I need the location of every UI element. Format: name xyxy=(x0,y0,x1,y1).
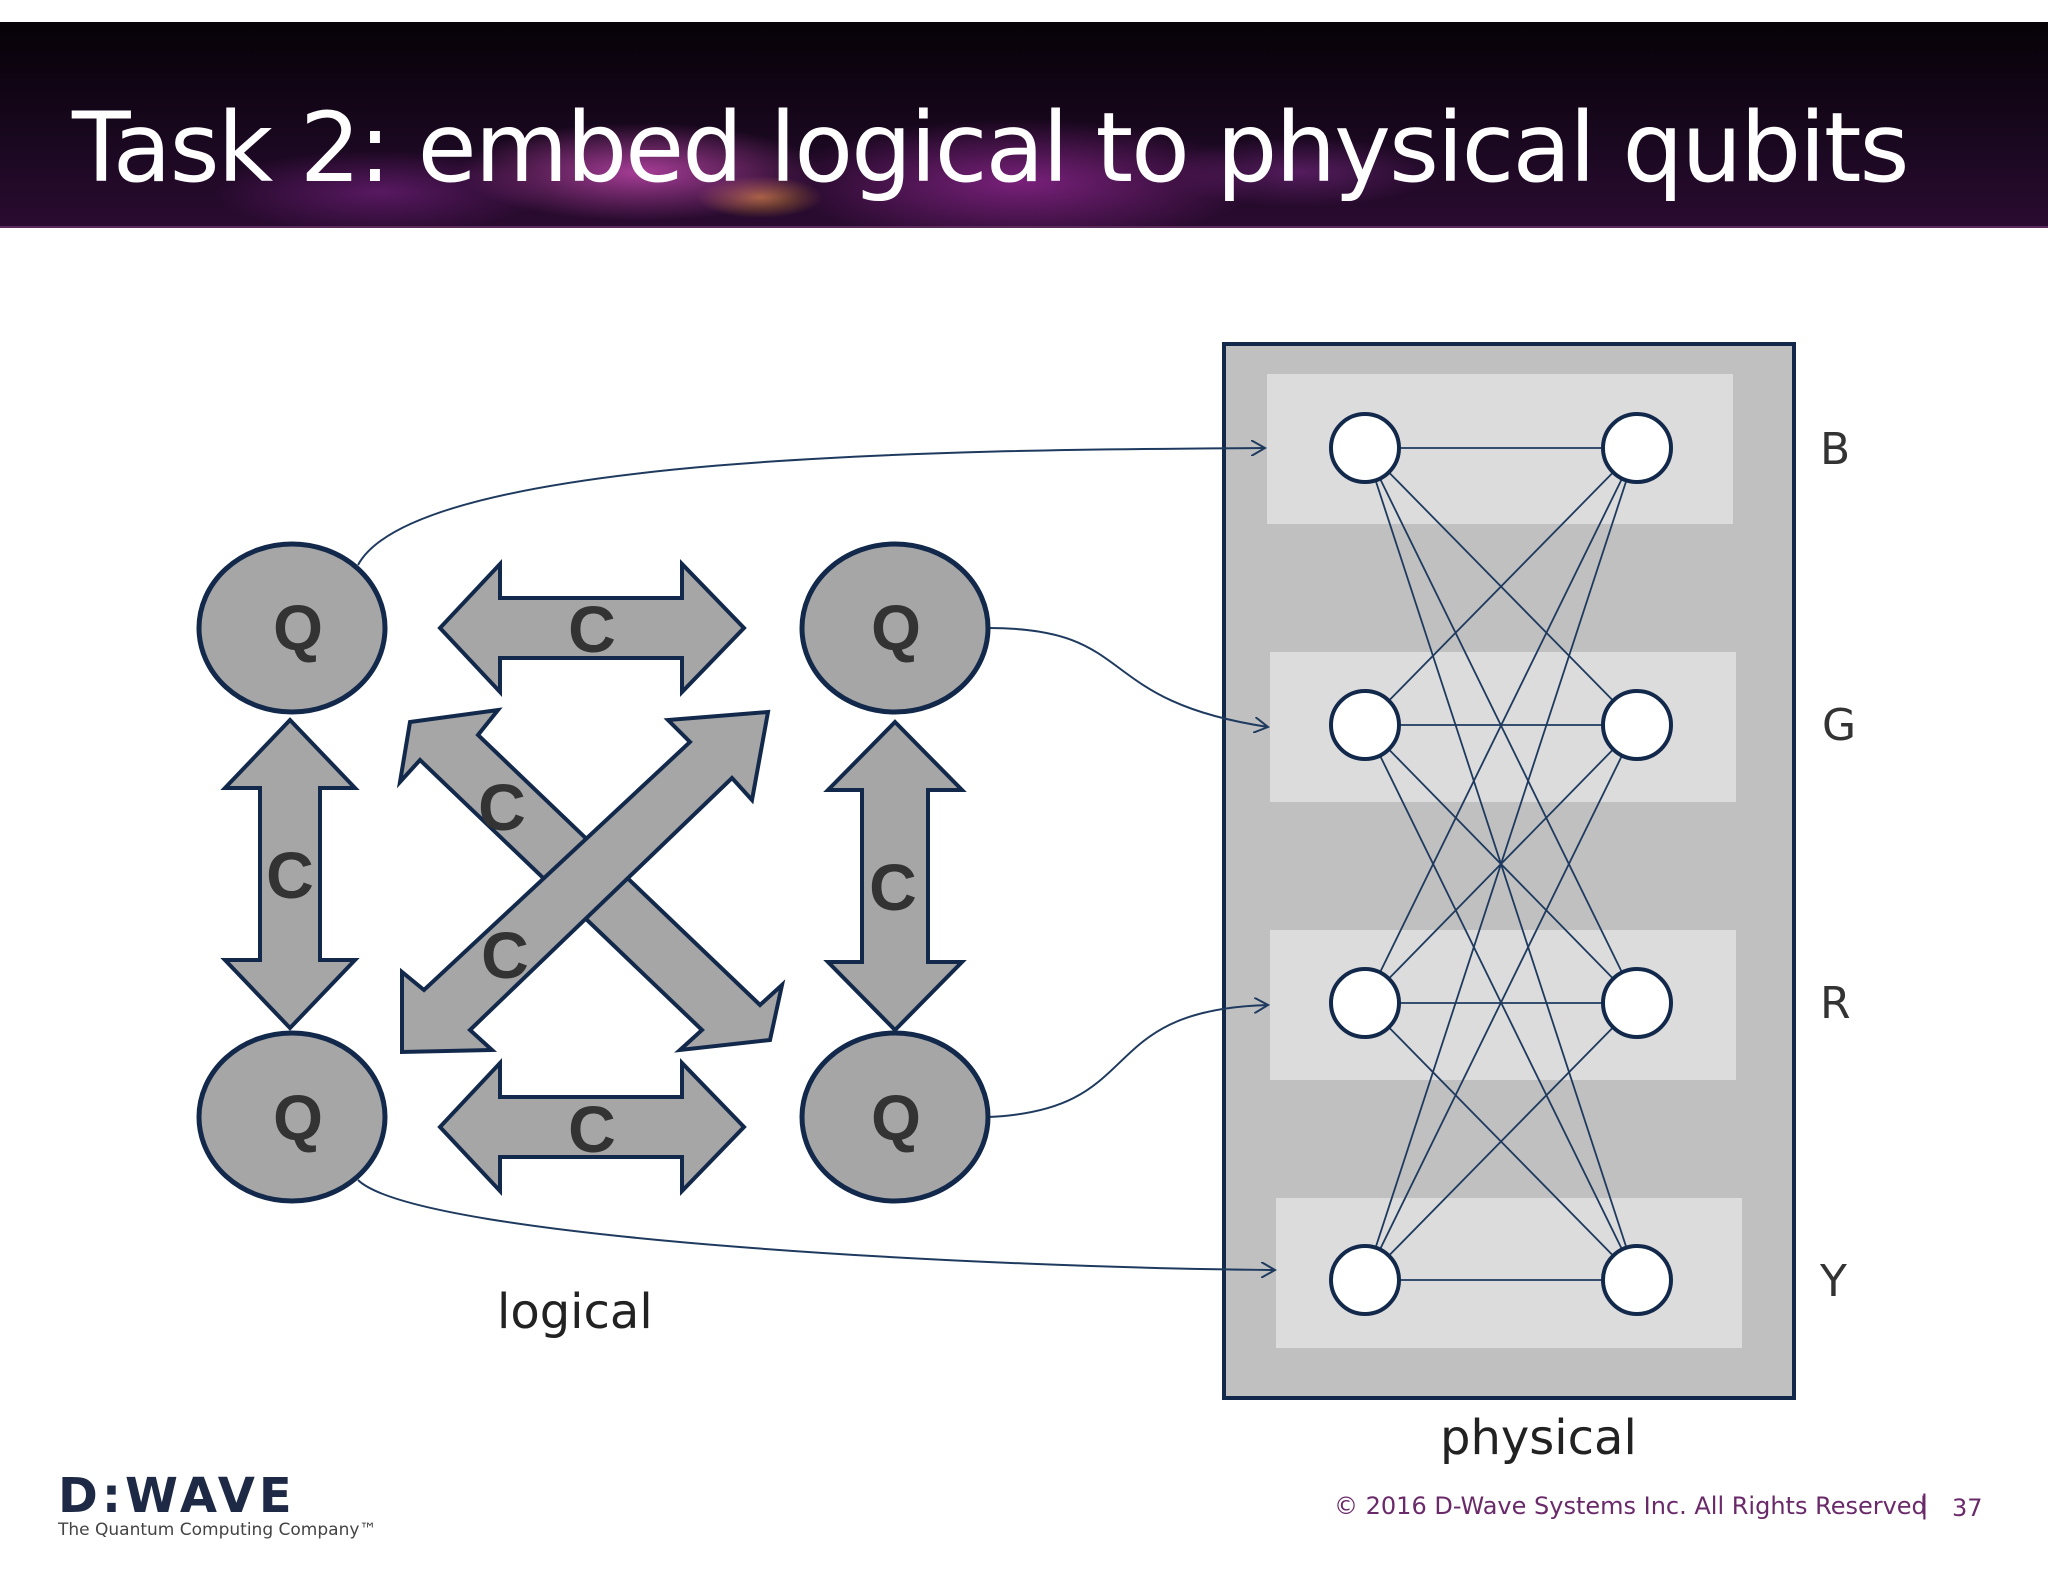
logical-qubit xyxy=(196,1030,388,1204)
slide-title: Task 2: embed logical to physical qubits xyxy=(72,92,1909,204)
coupler-arrow-bottom xyxy=(437,1057,747,1197)
coupler-label: C xyxy=(266,838,314,912)
coupler-label: C xyxy=(478,770,526,844)
coupler-arrow-left xyxy=(220,717,360,1031)
page-number: 37 xyxy=(1952,1494,1983,1522)
physical-qubit xyxy=(1329,412,1401,484)
logical-qubits xyxy=(196,541,991,1204)
physical-couplers xyxy=(1364,447,1638,1281)
dwave-logo: D:WAVE xyxy=(58,1468,296,1524)
embedding-arrow xyxy=(357,448,1265,566)
physical-qubit xyxy=(1601,412,1673,484)
coupler-arrow-right xyxy=(823,719,967,1033)
physical-qubit xyxy=(1601,1244,1673,1316)
logical-qubit xyxy=(196,541,388,715)
copyright-notice: © 2016 D-Wave Systems Inc. All Rights Re… xyxy=(1334,1492,1927,1520)
coupler-arrow-diagonal-b xyxy=(400,709,771,1055)
physical-qubit xyxy=(1601,689,1673,761)
embedding-arrow xyxy=(987,627,1268,727)
physical-qubit xyxy=(1329,1244,1401,1316)
row-label-g: G xyxy=(1822,700,1857,751)
row-label-r: R xyxy=(1820,978,1851,1029)
coupler-label: C xyxy=(481,918,529,992)
qubit-label: Q xyxy=(273,1082,323,1154)
logical-qubit xyxy=(799,1030,991,1204)
embedding-arrow xyxy=(357,1179,1275,1270)
coupler-arrow-top xyxy=(437,558,747,698)
logical-label: logical xyxy=(497,1284,653,1340)
footer-separator: | xyxy=(1920,1490,1929,1520)
physical-qubit xyxy=(1329,967,1401,1039)
embedding-arrow xyxy=(987,1005,1268,1118)
physical-qubits xyxy=(1329,412,1673,1316)
coupler-label: C xyxy=(869,850,917,924)
row-label-b: B xyxy=(1820,424,1851,475)
logical-qubit xyxy=(799,541,991,715)
qubit-label: Q xyxy=(273,592,323,664)
embedding-arrows xyxy=(357,448,1275,1270)
physical-qubit xyxy=(1601,967,1673,1039)
logo-tagline: The Quantum Computing Company™ xyxy=(58,1520,377,1540)
logical-couplers xyxy=(220,558,967,1197)
coupler-label: C xyxy=(568,1092,616,1166)
qubit-label: Q xyxy=(871,1082,921,1154)
row-label-y: Y xyxy=(1820,1256,1847,1307)
physical-qubit xyxy=(1329,689,1401,761)
coupler-label: C xyxy=(568,592,616,666)
physical-label: physical xyxy=(1440,1410,1637,1466)
title-banner xyxy=(0,22,2048,228)
qubit-label: Q xyxy=(871,592,921,664)
